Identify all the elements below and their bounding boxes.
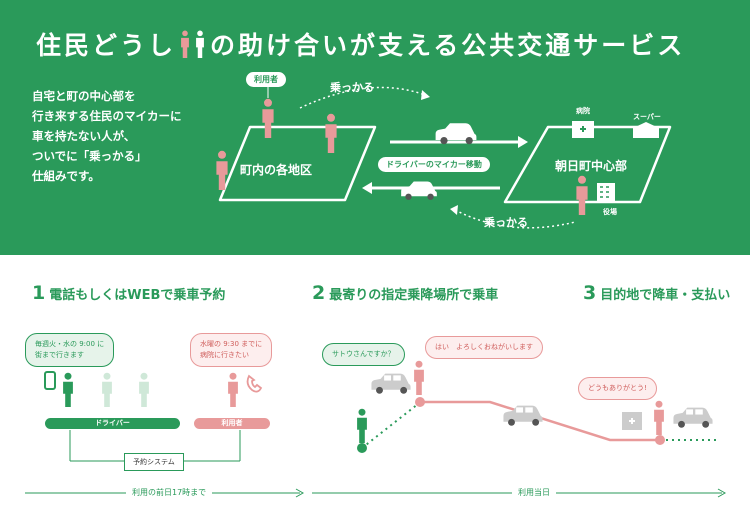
user-request-bubble: 水曜の 9:30 までに 病院に行きたい xyxy=(190,333,273,367)
left-area-label: 町内の各地区 xyxy=(240,163,313,177)
bubble-line: 毎週火・水の 9:00 に xyxy=(35,340,105,348)
intro-line: 自宅と町の中心部を xyxy=(32,89,136,103)
intro-line: 車を持たない人が、 xyxy=(32,129,136,143)
ride-curve-top-head xyxy=(421,90,430,100)
user-person-icon xyxy=(262,98,274,138)
title-part-1: 住民どうし xyxy=(36,31,177,60)
route-diagram xyxy=(216,86,672,229)
user-person-icon xyxy=(414,360,424,395)
right-area-label: 朝日町中心部 xyxy=(555,159,628,173)
hospital-label: 病院 xyxy=(576,107,590,115)
title-part-2: の助け合いが支える公共交通サービス xyxy=(210,31,686,60)
start-point xyxy=(357,443,367,453)
user-reply-bubble: はい よろしくおねがいします xyxy=(425,336,543,359)
supermarket-label: スーパー xyxy=(633,113,661,121)
journey-line xyxy=(420,400,660,442)
driver-route-tag: ドライバーのマイカー移動 xyxy=(378,157,490,172)
car-icon xyxy=(401,181,437,200)
step-number: 2 xyxy=(312,282,326,304)
arrow-left-head xyxy=(362,182,372,194)
bubble-line: 水曜の 9:30 までに xyxy=(200,340,263,348)
bubble-line: 街まで行きます xyxy=(35,351,84,359)
user-bar: 利用者 xyxy=(194,418,270,429)
approach-dots xyxy=(361,403,419,449)
right-area-shape xyxy=(503,125,672,204)
driver-bar: ドライバー xyxy=(45,418,180,429)
timeline-head-right xyxy=(717,488,727,498)
ride-curve-bottom xyxy=(454,209,576,229)
user-tag: 利用者 xyxy=(246,72,286,87)
step-text: 電話もしくはWEBで乗車予約 xyxy=(49,288,226,303)
faded-person-icon xyxy=(139,372,149,407)
waiting-driver-person-icon xyxy=(357,408,367,443)
timeline-head-left xyxy=(295,488,305,498)
intro-line: ついでに「乗っかる」 xyxy=(32,149,147,163)
timeline-arrows xyxy=(25,488,727,498)
step-text: 最寄りの指定乗降場所で乗車 xyxy=(329,288,499,303)
pickup-point xyxy=(415,397,425,407)
driver-greeting-bubble: サトウさんですか？ xyxy=(322,343,405,366)
person-icon xyxy=(576,175,588,215)
thanks-bubble: どうもありがとう! xyxy=(578,377,657,400)
journey-graphics xyxy=(357,360,720,453)
step-number: 3 xyxy=(583,282,597,304)
arrow-right-head xyxy=(518,136,528,148)
driver-person-icon xyxy=(63,372,73,407)
car-icon xyxy=(371,373,411,394)
intro-line: 仕組みです。 xyxy=(32,169,100,183)
timeline-label-left: 利用の前日17時まで xyxy=(126,487,213,498)
reservation-system-box: 予約システム xyxy=(124,453,184,471)
user-person-icon xyxy=(228,372,238,407)
person-icon xyxy=(325,113,337,153)
town-office-label: 役場 xyxy=(603,208,617,216)
page-title: 住民どうし の助け合いが支える公共交通サービス xyxy=(36,26,685,62)
supermarket-icon xyxy=(633,122,659,138)
ride-label-bottom: 乗っかる xyxy=(484,216,528,229)
intro-text: 自宅と町の中心部を 行き来する住民のマイカーに 車を持たない人が、 ついでに「乗… xyxy=(32,86,182,186)
intro-line: 行き来する住民のマイカーに xyxy=(32,109,182,123)
step-number: 1 xyxy=(32,282,46,304)
ride-curve-top xyxy=(299,86,426,109)
step-text: 目的地で降車・支払い xyxy=(600,288,731,303)
ride-label-top: 乗っかる xyxy=(330,81,374,94)
user-person-icon xyxy=(654,400,664,435)
driver-request-bubble: 毎週火・水の 9:00 に 街まで行きます xyxy=(25,333,115,367)
ride-curve-bottom-head xyxy=(450,205,458,215)
car-icon xyxy=(673,407,713,428)
faded-person-icon xyxy=(102,372,112,407)
telephone-icon xyxy=(246,374,263,393)
bubble-line: 病院に行きたい xyxy=(200,351,249,359)
phone-icon xyxy=(44,371,56,390)
timeline-label-right: 利用当日 xyxy=(512,487,556,498)
dropoff-point xyxy=(655,435,665,445)
